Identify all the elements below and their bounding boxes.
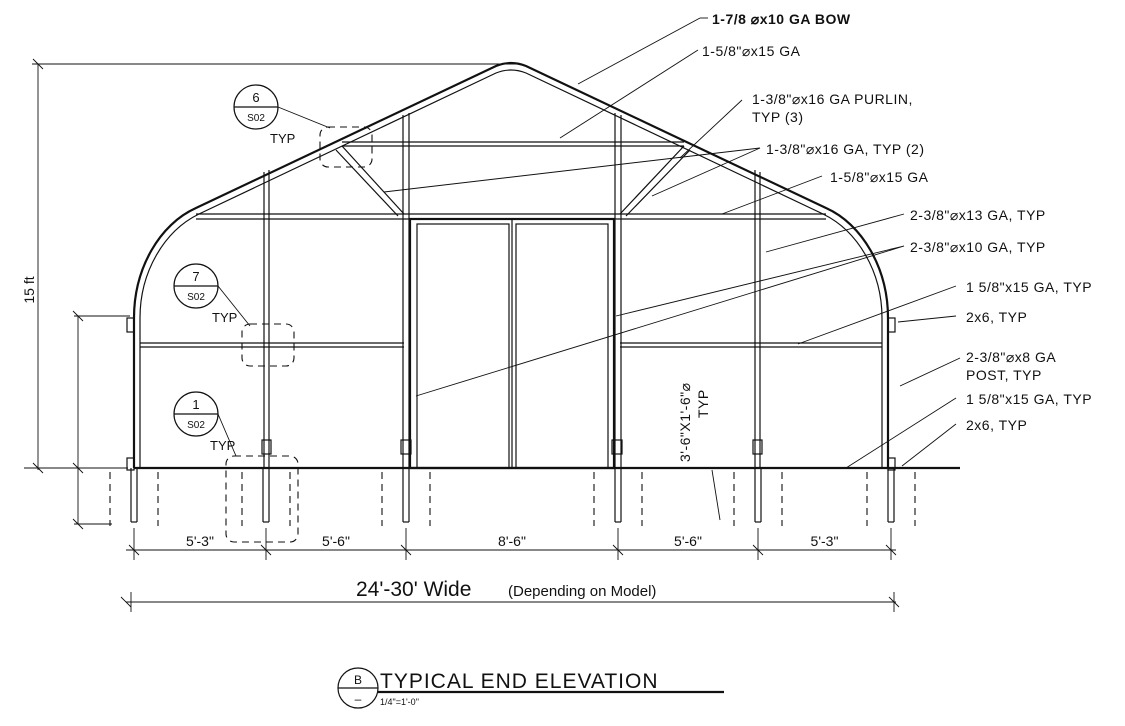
detail-bubble-1[interactable]: 1 S02 TYP xyxy=(173,391,299,543)
note-rafter: 1-5/8"⌀x15 GA xyxy=(702,43,801,59)
title-name: TYPICAL END ELEVATION xyxy=(380,670,659,693)
overall-width-note: (Depending on Model) xyxy=(508,583,656,600)
callout-notes: 1-7/8 ⌀x10 GA BOW 1-5/8"⌀x15 GA 1-3/8"⌀x… xyxy=(383,11,1092,521)
note-footing-typ: TYP xyxy=(695,389,711,418)
greenhouse-frame xyxy=(126,61,960,471)
note-rail-lower: 1 5/8"x15 GA, TYP xyxy=(966,391,1092,407)
bow-inner xyxy=(139,69,883,468)
footing xyxy=(733,468,783,526)
double-door xyxy=(408,217,616,470)
svg-text:1: 1 xyxy=(192,397,199,412)
dimension-tick xyxy=(612,544,624,556)
note-rail-upper: 1 5/8"x15 GA, TYP xyxy=(966,279,1092,295)
footings xyxy=(109,468,916,526)
span-dimension: 5'-3" xyxy=(811,533,839,549)
svg-text:7: 7 xyxy=(192,269,199,284)
note-top-purlin: 1-5/8"⌀x15 GA xyxy=(830,169,929,185)
detail-bubble-7[interactable]: 7 S02 TYP xyxy=(173,263,295,367)
dimension-tick xyxy=(752,544,764,556)
dimensions: 15 ft 5'-3" 5'-6" 8'-6" 5'-6" 5'-3" 24'-30' … xyxy=(21,58,900,612)
dimension-tick xyxy=(260,544,272,556)
overall-width: 24'-30' Wide xyxy=(356,578,471,601)
title-scale: 1/4"=1'-0" xyxy=(380,697,419,707)
note-purlin-typ: TYP (3) xyxy=(752,109,803,125)
svg-text:B: B xyxy=(354,673,362,687)
svg-text:TYP: TYP xyxy=(212,310,237,325)
svg-text:6: 6 xyxy=(252,90,259,105)
note-purlin: 1-3/8"⌀x16 GA PURLIN, xyxy=(752,91,913,107)
note-bow: 1-7/8 ⌀x10 GA BOW xyxy=(712,11,851,27)
drawing-title: B – TYPICAL END ELEVATION 1/4"=1'-0" xyxy=(337,667,724,709)
span-dimension: 8'-6" xyxy=(498,533,526,549)
endwall-posts xyxy=(263,113,761,468)
footing xyxy=(109,468,159,526)
brace-right xyxy=(619,145,685,215)
note-post-8ga: 2-3/8"⌀x8 GA xyxy=(966,349,1056,365)
wood-blocks xyxy=(126,317,896,471)
detail-callouts: 6 S02 TYP 7 S02 TYP 1 S02 TYP xyxy=(173,84,373,543)
note-2x6-upper: 2x6, TYP xyxy=(966,309,1027,325)
note-2x6-lower: 2x6, TYP xyxy=(966,417,1027,433)
note-brace: 1-3/8"⌀x16 GA, TYP (2) xyxy=(766,141,925,157)
note-post-10ga: 2-3/8"⌀x10 GA, TYP xyxy=(910,239,1046,255)
note-footing: 3'-6"X1'-6"⌀ xyxy=(677,382,693,462)
span-dimension: 5'-3" xyxy=(186,533,214,549)
bow-outer xyxy=(132,61,890,468)
footing xyxy=(241,468,291,526)
detail-bubble-6[interactable]: 6 S02 TYP xyxy=(233,84,373,168)
svg-text:S02: S02 xyxy=(247,113,265,124)
svg-text:S02: S02 xyxy=(187,292,205,303)
dimension-tick xyxy=(128,544,140,556)
dimension-tick xyxy=(885,544,897,556)
footing xyxy=(866,468,916,526)
svg-text:TYP: TYP xyxy=(210,438,235,453)
svg-text:TYP: TYP xyxy=(270,131,295,146)
height-dimension: 15 ft xyxy=(21,276,37,303)
dimension-tick xyxy=(400,544,412,556)
span-dimension: 5'-6" xyxy=(322,533,350,549)
brace-left xyxy=(341,145,405,215)
svg-text:S02: S02 xyxy=(187,420,205,431)
note-post-8ga-typ: POST, TYP xyxy=(966,367,1042,383)
footing xyxy=(593,468,643,526)
svg-text:–: – xyxy=(355,692,362,706)
span-dimension: 5'-6" xyxy=(674,533,702,549)
note-post-13ga: 2-3/8"⌀x13 GA, TYP xyxy=(910,207,1046,223)
footing xyxy=(381,468,431,526)
